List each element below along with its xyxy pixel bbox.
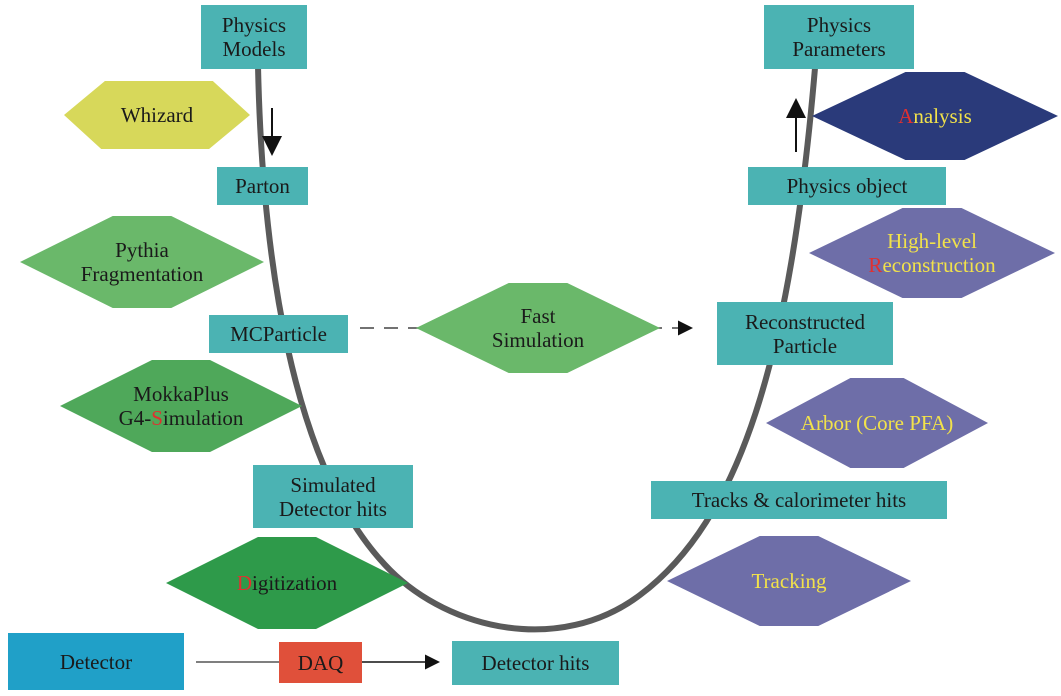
- tracks-calorimeter-hits-label: Tracks & calorimeter hits: [691, 488, 907, 512]
- analysis-rest: nalysis: [913, 104, 972, 128]
- digitization-rest: igitization: [252, 571, 338, 595]
- mokkaplus-line2-post: imulation: [162, 406, 244, 430]
- parton-box: Parton: [217, 167, 308, 205]
- tracking-label: Tracking: [751, 569, 827, 593]
- physics-parameters-box: Physics Parameters: [764, 5, 914, 69]
- simulated-detector-hits-box: Simulated Detector hits: [253, 465, 413, 528]
- high-level-rest: econstruction: [882, 253, 996, 277]
- arbor-label: Arbor (Core PFA): [800, 411, 954, 435]
- detector-hits-label: Detector hits: [481, 651, 590, 675]
- physics-object-box: Physics object: [748, 167, 946, 205]
- physics-models-box: Physics Models: [201, 5, 307, 69]
- physics-object-label: Physics object: [786, 174, 908, 198]
- mokkaplus-line2-highlight: S: [151, 406, 163, 430]
- reconstructed-particle-label: Reconstructed Particle: [744, 309, 866, 358]
- fast-simulation-diamond: Fast Simulation: [416, 283, 660, 373]
- whizard-label: Whizard: [120, 103, 194, 127]
- high-level-highlight: R: [868, 253, 883, 277]
- mcparticle-box: MCParticle: [209, 315, 348, 353]
- digitization-label: Digitization: [237, 571, 337, 595]
- simulated-detector-hits-label: Simulated Detector hits: [279, 472, 387, 521]
- arbor-diamond: Arbor (Core PFA): [766, 378, 988, 468]
- detector-hits-box: Detector hits: [452, 641, 619, 685]
- mokkaplus-line2-pre: G4-: [118, 406, 152, 430]
- analysis-diamond: Analysis: [812, 72, 1058, 160]
- digitization-diamond: Digitization: [166, 537, 408, 629]
- parton-label: Parton: [235, 174, 290, 198]
- detector-box: Detector: [8, 633, 184, 690]
- tracking-diamond: Tracking: [667, 536, 911, 626]
- reconstructed-particle-box: Reconstructed Particle: [717, 302, 893, 365]
- mokkaplus-line1: MokkaPlus: [133, 382, 229, 406]
- mcparticle-label: MCParticle: [230, 322, 327, 346]
- pythia-diamond: Pythia Fragmentation: [20, 216, 264, 308]
- analysis-highlight: A: [898, 104, 914, 128]
- daq-label: DAQ: [297, 650, 344, 675]
- tracks-calorimeter-hits-box: Tracks & calorimeter hits: [651, 481, 947, 519]
- detector-label: Detector: [59, 649, 133, 674]
- physics-models-label: Physics Models: [221, 13, 287, 61]
- pythia-label: Pythia Fragmentation: [80, 238, 204, 286]
- high-level-line1: High-level: [887, 229, 977, 253]
- whizard-diamond: Whizard: [64, 81, 250, 149]
- physics-parameters-label: Physics Parameters: [792, 13, 886, 61]
- daq-box: DAQ: [279, 642, 362, 683]
- digitization-highlight: D: [236, 571, 252, 595]
- analysis-label: Analysis: [898, 104, 972, 128]
- fast-simulation-label: Fast Simulation: [491, 304, 585, 352]
